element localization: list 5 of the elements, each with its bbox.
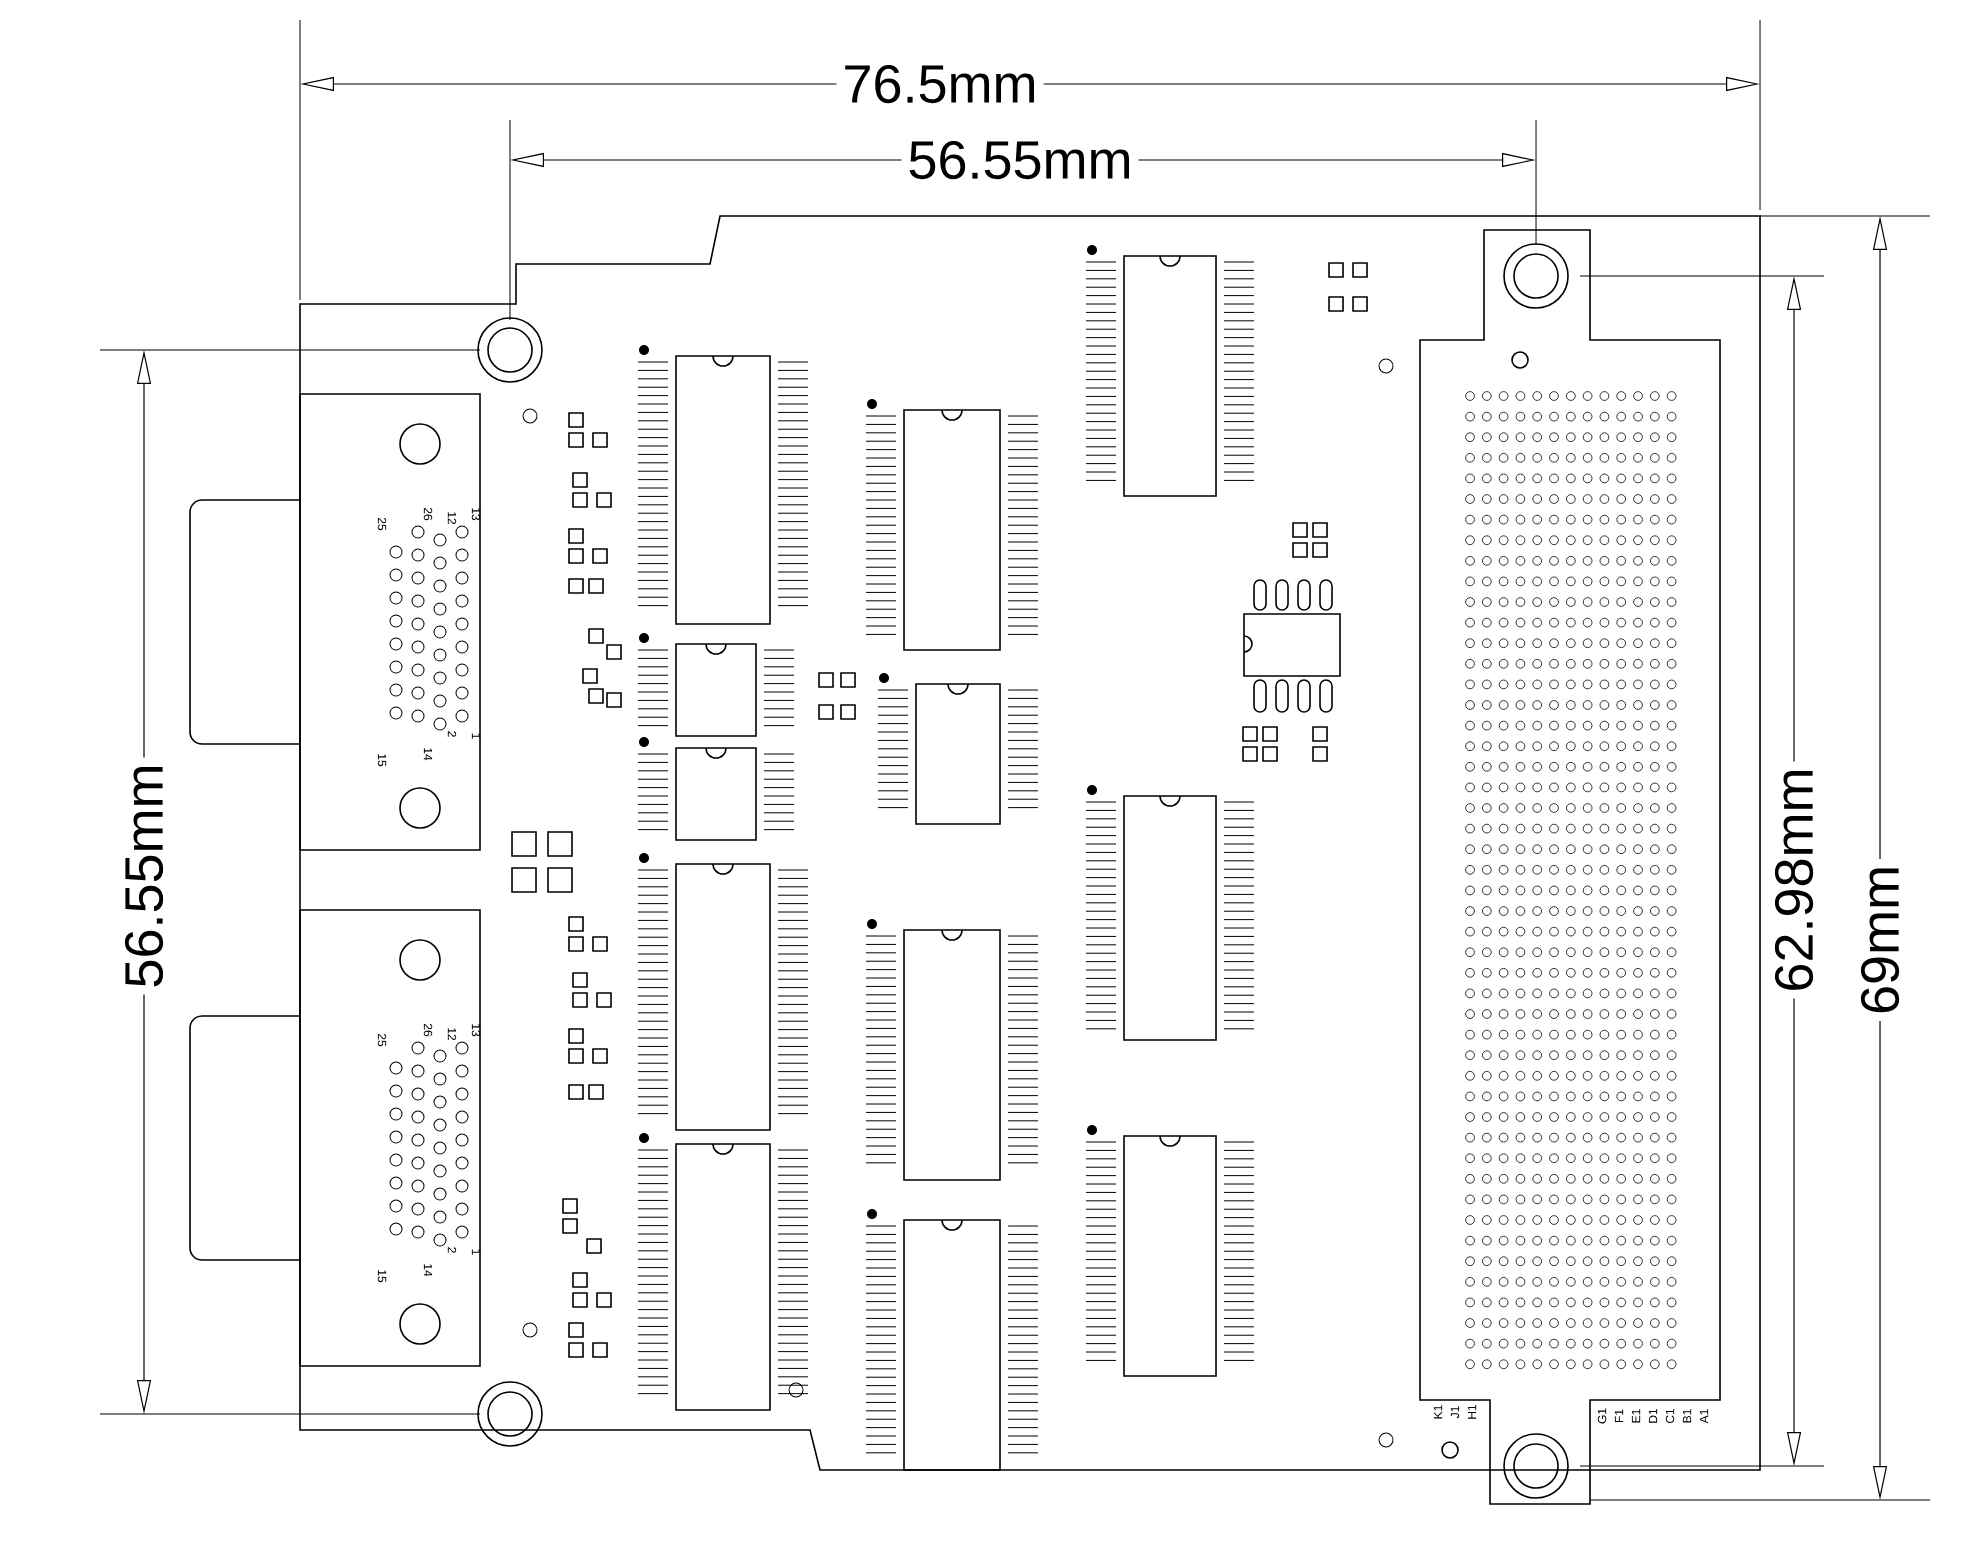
dimension-label: 62.98mm	[1768, 761, 1820, 999]
dimension-label: 76.5mm	[836, 58, 1044, 110]
dimension-label: 69mm	[1854, 859, 1906, 1022]
dimension-label: 56.55mm	[901, 134, 1139, 186]
dimension-label: 56.55mm	[118, 757, 170, 995]
